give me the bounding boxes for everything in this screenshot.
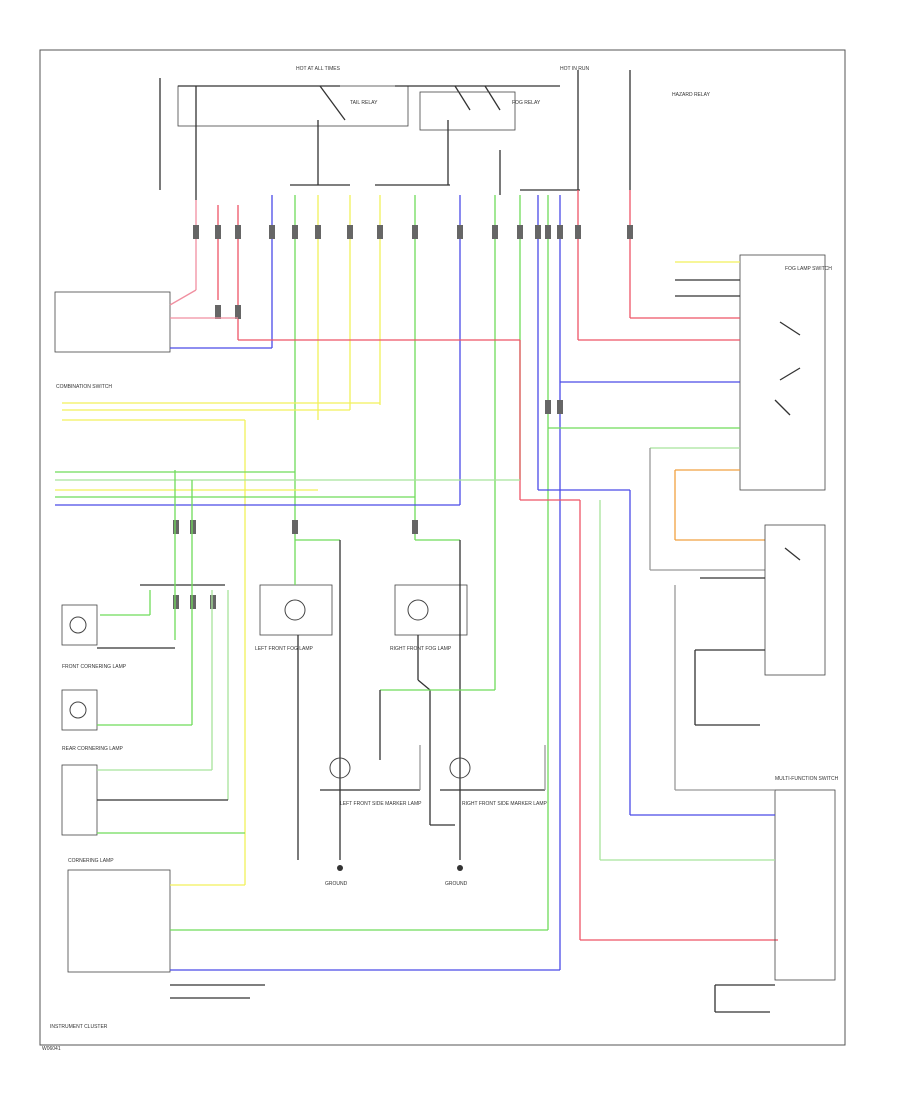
front-cornering-lamp [61, 604, 175, 649]
vertical-wires [195, 190, 631, 970]
left-front-fog-lamp [259, 539, 341, 860]
headlamp-relay-area [649, 448, 826, 790]
label-rear-cornering-lamp: REAR CORNERING LAMP [62, 746, 124, 752]
label-fog-relay: FOG RELAY [512, 100, 541, 106]
label-front-cornering-lamp: FRONT CORNERING LAMP [62, 664, 127, 670]
top-power-section [159, 70, 631, 200]
label-hot-at-all-times: HOT AT ALL TIMES [296, 66, 341, 72]
side-marker-lamps [320, 689, 546, 791]
cornering-lamp-assembly [61, 764, 245, 836]
instrument-cluster-box [67, 869, 560, 999]
left-switch-area [54, 289, 778, 941]
diagram-border [39, 49, 846, 1046]
right-front-fog-lamp [394, 539, 468, 860]
multi-function-switch [538, 489, 836, 1013]
connector-markers [173, 225, 633, 609]
rear-cornering-lamp [61, 689, 192, 731]
fog-lamp-switch [548, 254, 826, 491]
footer-page-code: W06041 [42, 1046, 61, 1052]
label-fog-lamp-switch: FOG LAMP SWITCH [785, 266, 832, 272]
label-hot-in-run: HOT IN RUN [560, 66, 589, 72]
label-multi-function-switch: MULTI-FUNCTION SWITCH [775, 776, 839, 782]
label-combination-switch: COMBINATION SWITCH [56, 384, 112, 390]
label-left-side-marker: LEFT FRONT SIDE MARKER LAMP [340, 801, 422, 807]
ground-symbols [337, 865, 463, 871]
label-right-side-marker: RIGHT FRONT SIDE MARKER LAMP [462, 801, 547, 807]
label-tail-relay: TAIL RELAY [350, 100, 378, 106]
label-cornering-lamp: CORNERING LAMP [68, 858, 114, 864]
label-ground-right: GROUND [445, 881, 468, 887]
label-ground-left: GROUND [325, 881, 348, 887]
footer-instrument-cluster: INSTRUMENT CLUSTER [50, 1024, 108, 1030]
label-right-front-fog-lamp: RIGHT FRONT FOG LAMP [390, 646, 452, 652]
cornering-splice [100, 470, 229, 800]
label-hazard-relay: HAZARD RELAY [672, 92, 711, 98]
label-left-front-fog-lamp: LEFT FRONT FOG LAMP [255, 646, 314, 652]
